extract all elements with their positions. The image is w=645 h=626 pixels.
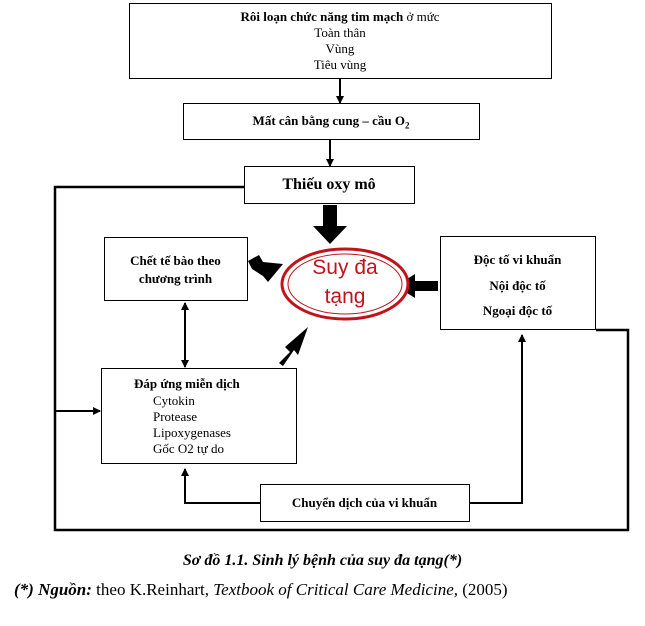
- immune-item-free-radicals: Gốc O2 tự do: [153, 441, 224, 456]
- immune-response-title: Đáp ứng miễn dịch: [134, 376, 240, 391]
- endotoxin-label: Nội độc tố: [489, 278, 546, 293]
- cardiovascular-title-suffix: ở mức: [403, 9, 440, 24]
- tissue-hypoxia-box: Thiếu oxy mô: [244, 166, 415, 204]
- immune-response-box: Đáp ứng miễn dịch Cytokin Protease Lipox…: [101, 368, 297, 464]
- level-item-microregional: Tiêu vùng: [313, 57, 367, 72]
- oxygen-imbalance-label: Mất cân bằng cung – cầu O: [252, 113, 405, 128]
- source-author: theo K.Reinhart,: [91, 580, 214, 599]
- cardiovascular-title: Rôi loạn chức năng tim mạch: [240, 9, 404, 24]
- source-note: (*) Nguồn: theo K.Reinhart, Textbook of …: [14, 580, 508, 600]
- arrow-translocation-to-immune: [181, 468, 260, 504]
- tissue-hypoxia-label: Thiếu oxy mô: [282, 176, 376, 193]
- thick-arrow-apoptosis-to-mods: [248, 255, 283, 282]
- mods-label-line-1: Suy đa: [312, 256, 378, 279]
- mods-oval: [280, 247, 410, 321]
- immune-item-protease: Protease: [153, 409, 198, 424]
- thick-arrow-immune-to-mods: [279, 327, 308, 366]
- mods-label-line-2: tạng: [324, 285, 366, 308]
- oxygen-imbalance-box: Mất cân bằng cung – cầu O2: [183, 103, 480, 140]
- source-book: Textbook of Critical Care Medicine,: [213, 580, 458, 599]
- cardiovascular-dysfunction-box: Rôi loạn chức năng tim mạch ở mức Toàn t…: [129, 3, 552, 79]
- level-item-systemic: Toàn thân: [314, 25, 366, 40]
- arrow-translocation-to-toxin: [470, 334, 526, 504]
- bacterial-translocation-label: Chuyển dịch của vi khuẩn: [291, 495, 438, 510]
- apoptosis-box: Chết tế bào theo chương trình: [104, 237, 248, 301]
- apoptosis-line-1: Chết tế bào theo: [130, 253, 221, 268]
- bacterial-toxin-box: Độc tố vi khuẩn Nội độc tố Ngoại độc tố: [440, 236, 596, 330]
- mods-oval-inner: [287, 253, 403, 315]
- exotoxin-label: Ngoại độc tố: [482, 303, 553, 318]
- oxygen-subscript: 2: [404, 120, 410, 131]
- immune-item-cytokin: Cytokin: [153, 393, 195, 408]
- apoptosis-line-2: chương trình: [138, 271, 213, 286]
- source-year: (2005): [458, 580, 508, 599]
- figure-caption: Sơ đồ 1.1. Sinh lý bệnh của suy đa tạng(…: [182, 552, 463, 569]
- immune-item-lipoxygenases: Lipoxygenases: [153, 425, 231, 440]
- loop-hypoxia-to-immune: [53, 185, 630, 532]
- bacterial-translocation-box: Chuyển dịch của vi khuẩn: [260, 484, 470, 522]
- level-item-regional: Vùng: [325, 41, 355, 56]
- thick-arrow-hypoxia-to-mods: [313, 205, 347, 244]
- bacterial-toxin-title: Độc tố vi khuẩn: [473, 252, 562, 267]
- source-prefix: (*) Nguồn:: [14, 580, 92, 599]
